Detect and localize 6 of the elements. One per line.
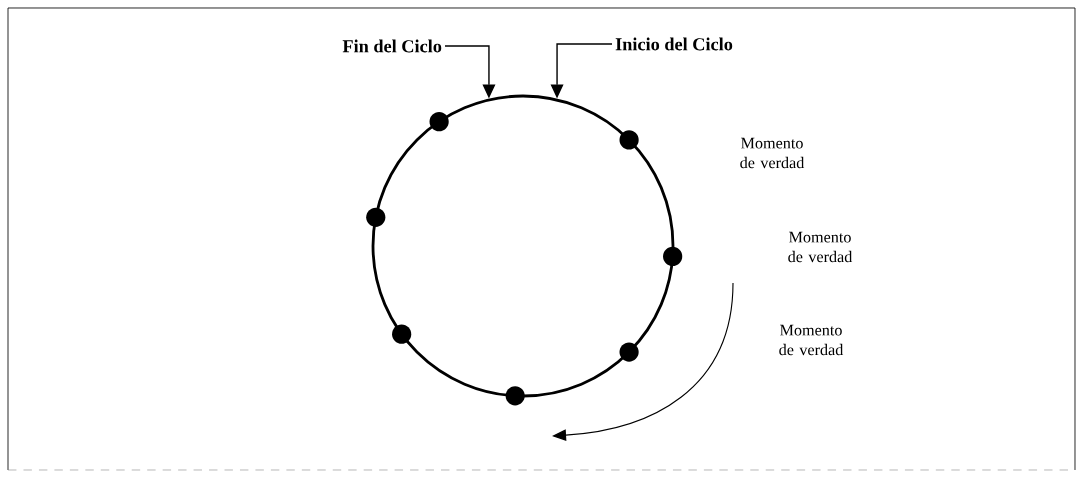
moment-label: Momento de verdad — [740, 137, 805, 169]
cycle-label: Fin del Ciclo — [342, 39, 442, 53]
moment-label: Momento de verdad — [779, 324, 844, 356]
cycle-label: Inicio del Ciclo — [615, 37, 733, 51]
cycle-circle — [371, 94, 675, 398]
moment-label: Momento de verdad — [788, 231, 853, 263]
